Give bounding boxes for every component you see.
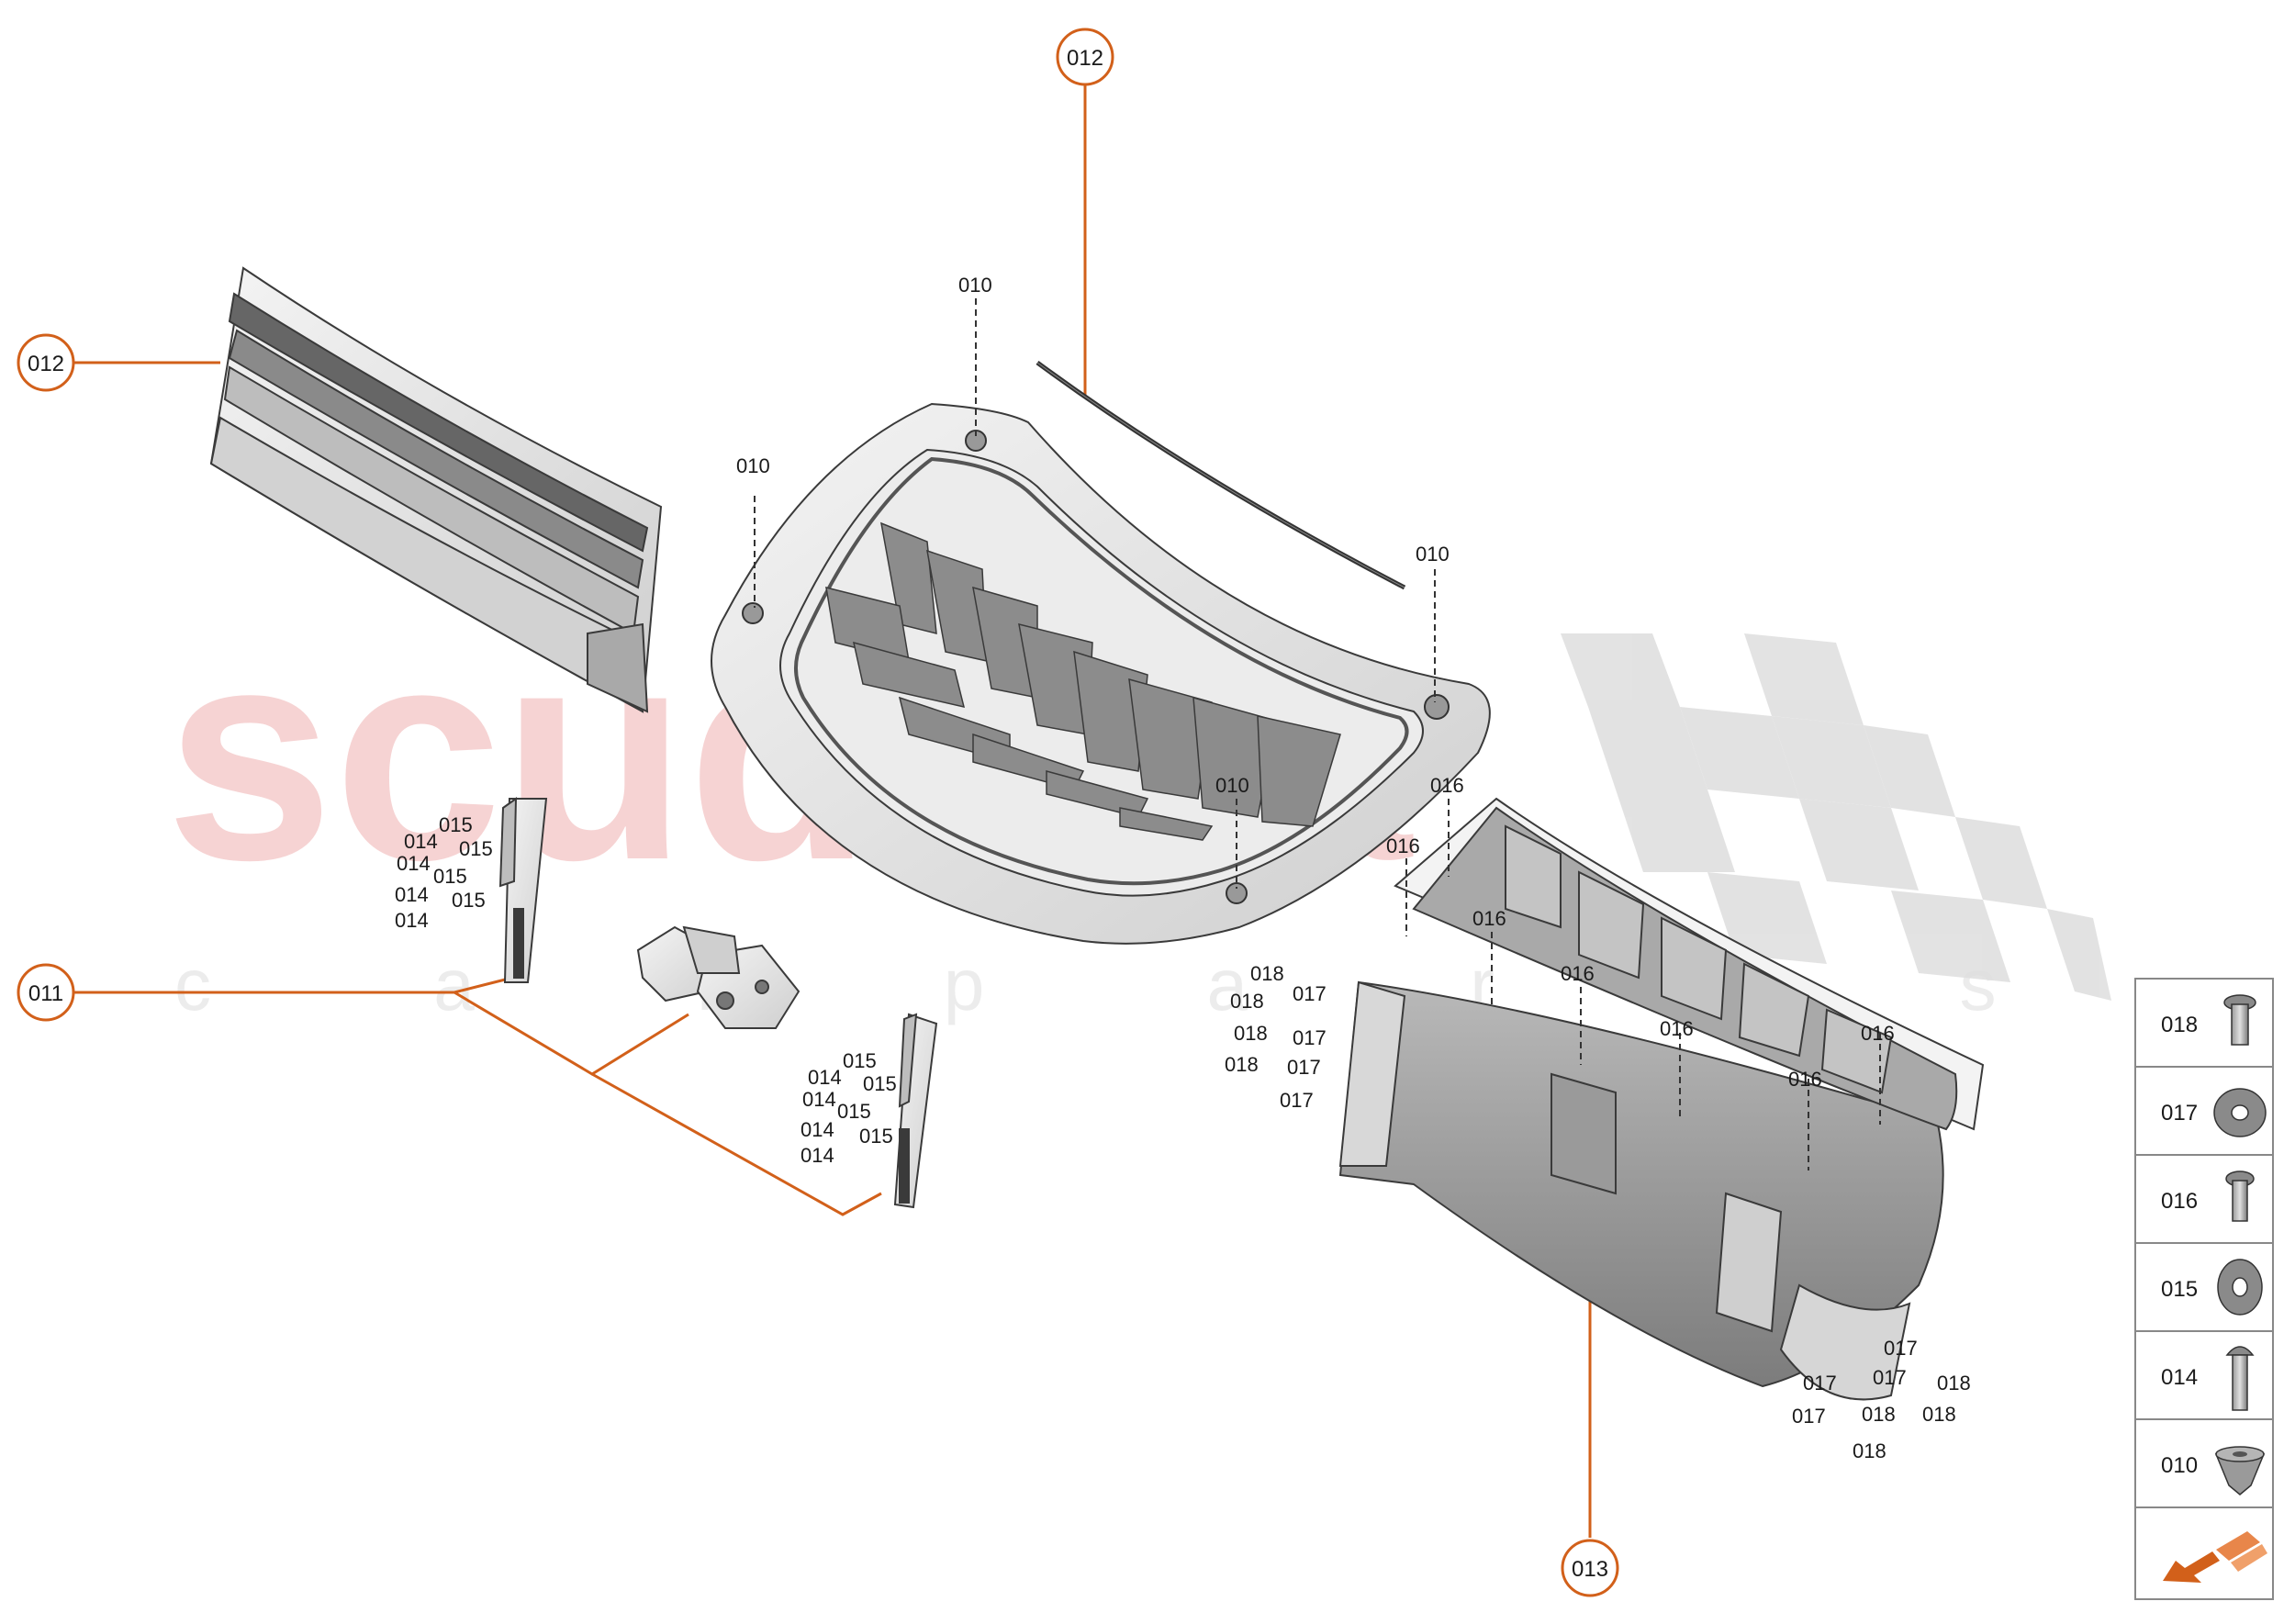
- callout-leaders: [73, 84, 1592, 1538]
- part-label-017: 017: [1293, 1026, 1327, 1049]
- callout-011[interactable]: 011: [17, 963, 75, 1022]
- part-label-014: 014: [808, 1066, 842, 1089]
- part-label-018: 018: [1922, 1403, 1956, 1426]
- callout-012-top[interactable]: 012: [1056, 28, 1114, 86]
- button-head-bolt-icon: [2225, 1346, 2255, 1411]
- trim-strip-part[interactable]: [1036, 360, 1406, 590]
- part-label-014: 014: [800, 1118, 834, 1141]
- washer-icon: [2213, 1088, 2267, 1137]
- hinge-bracket-left[interactable]: [498, 797, 548, 983]
- part-label-015: 015: [837, 1100, 871, 1123]
- washer-icon: [2217, 1259, 2263, 1316]
- part-label-016: 016: [1660, 1017, 1694, 1040]
- part-label-016: 016: [1861, 1022, 1895, 1045]
- legend-code: 018: [2161, 1013, 2198, 1037]
- part-label-018: 018: [1230, 990, 1264, 1013]
- legend-row-018[interactable]: 018: [2161, 994, 2256, 1046]
- vent-panel-mount-holes: [742, 430, 1450, 904]
- part-label-015: 015: [452, 889, 486, 912]
- legend-code: 014: [2161, 1365, 2198, 1390]
- part-label-014: 014: [395, 909, 429, 932]
- callout-012-top-label: 012: [1067, 46, 1103, 71]
- part-label-014: 014: [800, 1144, 834, 1167]
- part-label-016: 016: [1472, 907, 1506, 930]
- part-label-016: 016: [1788, 1068, 1822, 1091]
- part-label-015: 015: [433, 865, 467, 888]
- callout-013-label: 013: [1572, 1557, 1608, 1582]
- grille-part[interactable]: [209, 266, 663, 713]
- legend-code: 010: [2161, 1453, 2198, 1478]
- fastener-legend: 018 017 016 015: [2134, 978, 2274, 1600]
- vent-panel-part[interactable]: [711, 402, 1491, 945]
- part-label-018: 018: [1862, 1403, 1896, 1426]
- part-label-016: 016: [1561, 962, 1595, 985]
- part-label-017: 017: [1803, 1372, 1837, 1394]
- air-box-baffles: [1505, 824, 1893, 1094]
- part-label-017: 017: [1293, 982, 1327, 1005]
- part-label-017: 017: [1792, 1405, 1826, 1428]
- part-label-018: 018: [1853, 1439, 1886, 1462]
- part-label-010: 010: [1416, 543, 1450, 566]
- part-label-016: 016: [1430, 774, 1464, 797]
- checkered-flag-watermark: [1561, 633, 2111, 1001]
- part-label-015: 015: [863, 1072, 897, 1095]
- part-label-010: 010: [958, 274, 992, 297]
- part-label-016: 016: [1386, 834, 1420, 857]
- part-label-018: 018: [1937, 1372, 1971, 1394]
- part-label-010: 010: [736, 454, 770, 477]
- hinge-mechanism-part[interactable]: [636, 925, 800, 1029]
- part-labels: 010 010 010 010 016 016 016 016 016 016 …: [395, 274, 1971, 1462]
- expanding-nut-icon: [2214, 1446, 2266, 1495]
- part-label-017: 017: [1287, 1056, 1321, 1079]
- legend-row-015[interactable]: 015: [2161, 1259, 2263, 1316]
- vent-louvres: [825, 521, 1341, 841]
- part-label-015: 015: [439, 813, 473, 836]
- front-direction-arrow-icon: [2163, 1531, 2267, 1583]
- callouts: 012 012 011 013: [17, 28, 1619, 1597]
- part-label-017: 017: [1873, 1366, 1907, 1389]
- legend-code: 016: [2161, 1189, 2198, 1214]
- part-label-014: 014: [397, 852, 431, 875]
- part-label-015: 015: [843, 1049, 877, 1072]
- part-label-018: 018: [1225, 1053, 1259, 1076]
- callout-012-left[interactable]: 012: [17, 333, 75, 392]
- part-label-018: 018: [1234, 1022, 1268, 1045]
- callout-011-label: 011: [28, 981, 63, 1006]
- legend-row-014[interactable]: 014: [2161, 1346, 2255, 1411]
- legend-code: 017: [2161, 1101, 2198, 1126]
- part-label-018: 018: [1250, 962, 1284, 985]
- part-label-015: 015: [859, 1125, 893, 1148]
- part-label-leaders: [754, 298, 1881, 1170]
- legend-row-010[interactable]: 010: [2161, 1446, 2266, 1495]
- part-label-010: 010: [1215, 774, 1249, 797]
- part-label-015: 015: [459, 837, 493, 860]
- part-label-017: 017: [1884, 1337, 1918, 1360]
- flanged-bolt-icon: [2223, 994, 2256, 1046]
- hinge-bracket-right[interactable]: [893, 1013, 938, 1209]
- legend-row-016[interactable]: 016: [2161, 1170, 2255, 1222]
- part-label-017: 017: [1280, 1089, 1314, 1112]
- part-label-014: 014: [404, 830, 438, 853]
- part-label-014: 014: [395, 883, 429, 906]
- legend-row-017[interactable]: 017: [2161, 1088, 2267, 1137]
- callout-013[interactable]: 013: [1561, 1539, 1619, 1597]
- bolt-icon: [2225, 1170, 2255, 1222]
- air-box-part[interactable]: [1338, 797, 1985, 1401]
- part-label-014: 014: [802, 1088, 836, 1111]
- callout-012-left-label: 012: [28, 352, 64, 376]
- legend-code: 015: [2161, 1277, 2198, 1302]
